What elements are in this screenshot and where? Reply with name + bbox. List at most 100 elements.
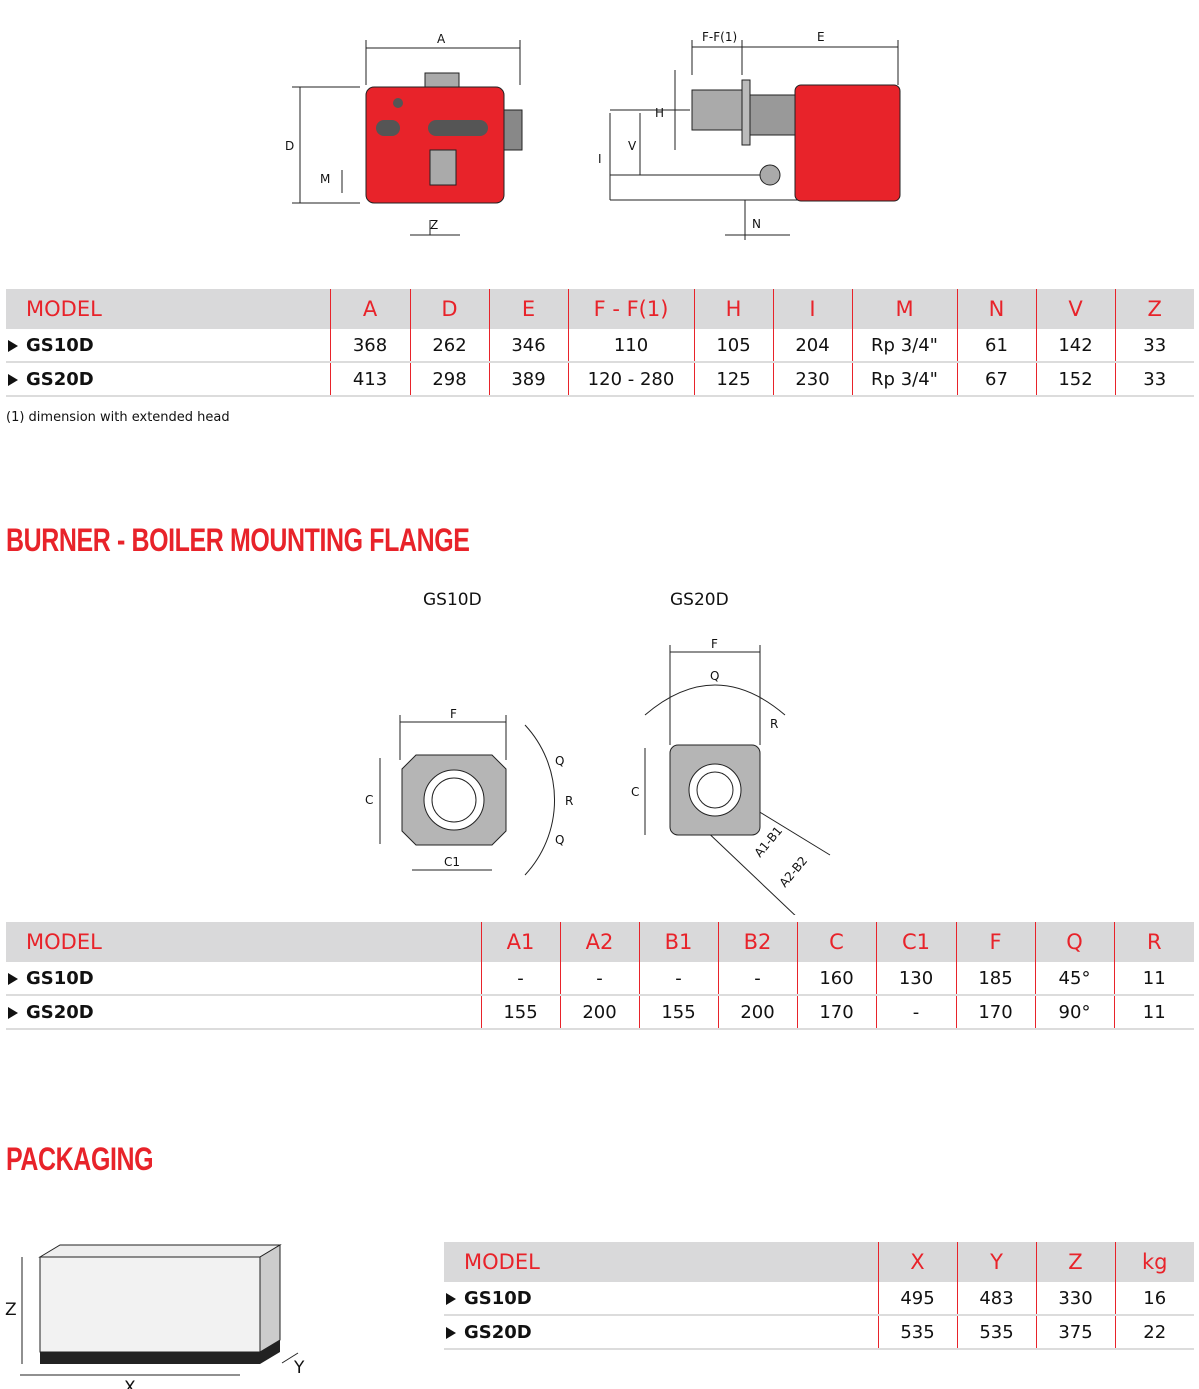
cell: 200 <box>717 995 797 1030</box>
cell: 535 <box>877 1315 957 1350</box>
cell: 389 <box>488 362 568 397</box>
cell: 142 <box>1035 329 1115 363</box>
col-header: E <box>488 289 568 329</box>
triangle-bullet-icon <box>8 339 18 352</box>
cell: 230 <box>772 362 852 397</box>
gs10d-flange-label: GS10D <box>423 590 482 610</box>
pack-label-y: Y <box>293 1358 305 1378</box>
dim-label-v: V <box>628 139 637 153</box>
dim-label-i: I <box>598 152 602 166</box>
col-header: Z <box>1035 1242 1115 1282</box>
pack-label-z: Z <box>5 1300 17 1320</box>
cell: 11 <box>1113 995 1194 1030</box>
model-name: GS20D <box>26 368 94 390</box>
burner-dimension-diagram: A D M Z F-F(1) E H V I N <box>285 30 901 240</box>
cell: 262 <box>409 329 489 363</box>
cell: 160 <box>796 962 876 996</box>
flange-label-a2b2: A2-B2 <box>777 854 811 890</box>
cell: Rp 3/4" <box>851 362 957 397</box>
cell: 155 <box>638 995 718 1030</box>
triangle-bullet-icon <box>446 1292 456 1305</box>
model-name: GS10D <box>26 334 94 356</box>
col-header: A1 <box>480 922 560 962</box>
col-header: F - F(1) <box>567 289 694 329</box>
cell: 33 <box>1114 362 1194 397</box>
cell: Rp 3/4" <box>851 329 957 363</box>
cell: 130 <box>875 962 956 996</box>
cell: 170 <box>796 995 876 1030</box>
flange-label-f1: F <box>450 707 457 721</box>
col-header: A2 <box>559 922 639 962</box>
dim-label-a: A <box>437 32 446 46</box>
col-header: R <box>1113 922 1194 962</box>
cell: 298 <box>409 362 489 397</box>
cell: 125 <box>693 362 773 397</box>
cell: 368 <box>329 329 410 363</box>
cell: 170 <box>955 995 1035 1030</box>
cell: 110 <box>567 329 694 363</box>
gs20d-flange-label: GS20D <box>670 590 729 610</box>
model-name: GS20D <box>26 1001 94 1023</box>
cell: 413 <box>329 362 410 397</box>
cell: 90° <box>1034 995 1114 1030</box>
cell: 330 <box>1035 1282 1115 1316</box>
flange-section-title: BURNER - BOILER MOUNTING FLANGE <box>6 522 470 558</box>
model-name: GS10D <box>464 1287 532 1309</box>
cell: 61 <box>956 329 1036 363</box>
flange-label-r2: R <box>770 717 778 731</box>
cell: 105 <box>693 329 773 363</box>
col-header: D <box>409 289 489 329</box>
col-header: B1 <box>638 922 718 962</box>
col-header: M <box>851 289 957 329</box>
cell: - <box>559 962 639 996</box>
col-header: B2 <box>717 922 797 962</box>
cell: 483 <box>956 1282 1036 1316</box>
packaging-box-diagram: Z X Y <box>5 1244 305 1389</box>
model-name: GS10D <box>26 967 94 989</box>
cell: - <box>638 962 718 996</box>
cell: 185 <box>955 962 1035 996</box>
cell: 33 <box>1114 329 1194 363</box>
col-header: Z <box>1114 289 1194 329</box>
dim-label-ff1: F-F(1) <box>702 30 737 44</box>
flange-label-q3: Q <box>710 669 719 683</box>
flange-label-r1: R <box>565 794 573 808</box>
cell: 152 <box>1035 362 1115 397</box>
cell: 120 - 280 <box>567 362 694 397</box>
col-header: V <box>1035 289 1115 329</box>
dim-label-e: E <box>817 30 825 44</box>
packaging-section-title: PACKAGING <box>6 1141 154 1177</box>
col-header: C1 <box>875 922 956 962</box>
cell: 535 <box>956 1315 1036 1350</box>
col-header: kg <box>1114 1242 1194 1282</box>
cell: 346 <box>488 329 568 363</box>
col-header: MODEL <box>6 289 330 329</box>
col-header: A <box>329 289 410 329</box>
pack-label-x: X <box>124 1378 136 1389</box>
cell: 67 <box>956 362 1036 397</box>
col-header: Q <box>1034 922 1114 962</box>
cell: 495 <box>877 1282 957 1316</box>
col-header: N <box>956 289 1036 329</box>
cell: - <box>875 995 956 1030</box>
dim-label-h: H <box>655 106 664 120</box>
cell: 155 <box>480 995 560 1030</box>
triangle-bullet-icon <box>8 972 18 985</box>
cell: - <box>717 962 797 996</box>
col-header: C <box>796 922 876 962</box>
dim-label-m: M <box>320 172 330 186</box>
cell: 22 <box>1114 1315 1194 1350</box>
flange-label-c1: C <box>365 793 373 807</box>
